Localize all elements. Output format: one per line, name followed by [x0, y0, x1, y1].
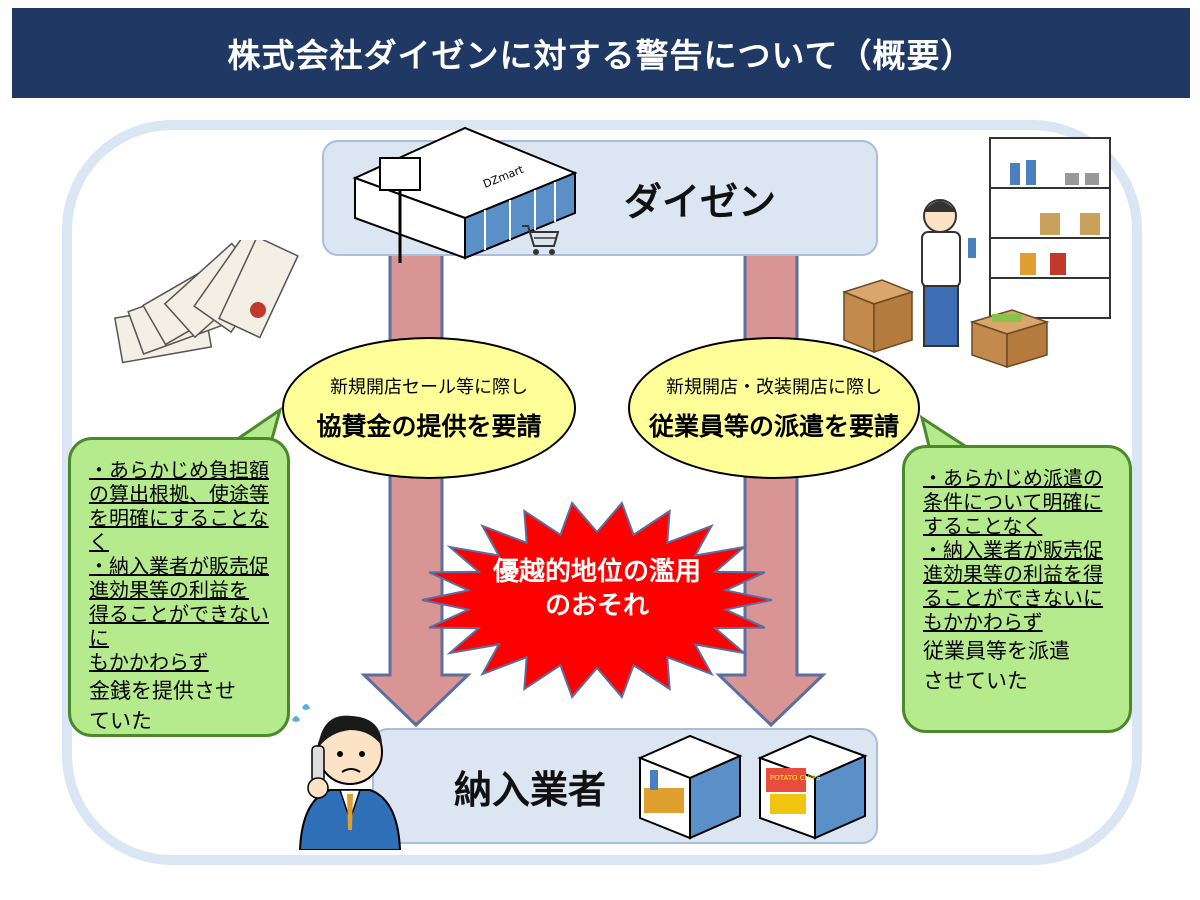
note-line: ・あらかじめ派遣の — [923, 466, 1103, 490]
abuse-warning-line2: のおそれ — [544, 591, 649, 621]
daizen-label: ダイゼン — [624, 179, 777, 224]
abuse-warning-burst — [421, 501, 773, 699]
note-line: ることができないに — [923, 586, 1103, 610]
note-line: することなく — [923, 514, 1043, 538]
note-line: く — [89, 530, 109, 554]
note-line: 条件について明確に — [923, 490, 1103, 514]
sponsorship-request-oval: 新規開店セール等に際し 協賛金の提供を要請 — [282, 337, 576, 479]
supplier-shops-icon: POTATO CHIPS — [637, 734, 868, 840]
note-line: させていた — [923, 669, 1028, 693]
staff-dispatch-request-oval: 新規開店・改装開店に際し 従業員等の派遣を要請 — [628, 337, 920, 479]
sponsorship-violation-note: ・あらかじめ負担額 の算出根拠、使途等 を明確にすることな く ・納入業者が販売… — [68, 437, 290, 737]
note-line: ・あらかじめ負担額 — [89, 458, 269, 482]
abuse-warning-text: 優越的地位の濫用 のおそれ — [452, 555, 742, 623]
note-line: ・納入業者が販売促 — [89, 554, 269, 578]
note-line: もかかわらず — [923, 610, 1043, 634]
clerk-stocking-shelf-icon — [921, 137, 1111, 347]
note-line: を明確にすることな — [89, 506, 269, 530]
abuse-warning-line1: 優越的地位の濫用 — [492, 557, 701, 587]
note-line: ていた — [89, 709, 152, 733]
cardboard-boxes-icon — [842, 279, 1050, 369]
note-line: 従業員等を派遣 — [923, 639, 1070, 663]
note-line: 金銭を提供させ — [89, 679, 236, 703]
note-line: 進効果等の利益を得 — [923, 562, 1103, 586]
shopping-cart-icon — [522, 225, 560, 255]
note-line: の算出根拠、使途等 — [89, 482, 269, 506]
sponsorship-request-title: 協賛金の提供を要請 — [316, 412, 542, 441]
page-title: 株式会社ダイゼンに対する警告について（概要） — [12, 8, 1190, 98]
banknotes-icon — [113, 240, 299, 364]
store-building-icon: DZmart — [352, 126, 578, 263]
snack-bag-label: POTATO CHIPS — [770, 774, 821, 782]
sponsorship-request-context: 新規開店セール等に際し — [330, 377, 528, 398]
note-line: ・納入業者が販売促 — [923, 538, 1103, 562]
staff-dispatch-violation-note: ・あらかじめ派遣の 条件について明確に することなく ・納入業者が販売促 進効果… — [902, 445, 1132, 733]
note-line: 得ることができないに — [89, 602, 269, 650]
supplier-label: 納入業者 — [454, 767, 607, 812]
note-line: もかかわらず — [89, 650, 209, 674]
staff-dispatch-request-context: 新規開店・改装開店に際し — [666, 377, 882, 398]
worried-businessman-phone-icon — [292, 704, 402, 850]
note-line: 進効果等の利益を — [89, 578, 249, 602]
staff-dispatch-request-title: 従業員等の派遣を要請 — [648, 412, 899, 441]
